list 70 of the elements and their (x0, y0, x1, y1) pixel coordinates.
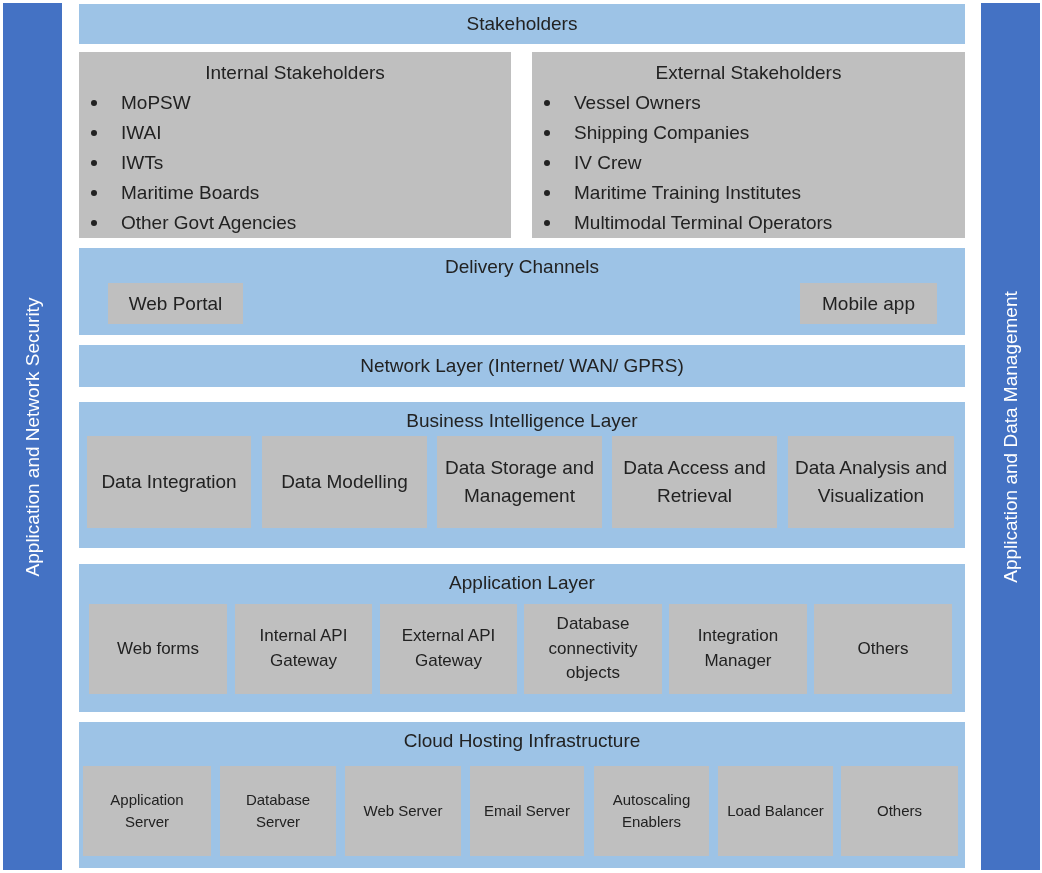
component-label: Web Server (363, 801, 443, 822)
component-box (380, 604, 517, 694)
side-label: Application and Network Security (21, 297, 44, 576)
component-label: Database Server (244, 790, 312, 832)
component-label: Data Modelling (281, 470, 408, 495)
stakeholder-panel (532, 52, 965, 238)
component-label: External API Gateway (400, 625, 497, 672)
component-box (612, 436, 777, 528)
list-item: IWTs (121, 151, 164, 175)
component-box (235, 604, 372, 694)
component-label: Email Server (484, 801, 570, 822)
layer-title: Cloud Hosting Infrastructure (403, 730, 641, 752)
list-item: Multimodal Terminal Operators (574, 211, 833, 235)
component-box (87, 436, 251, 528)
component-box (524, 604, 662, 694)
component-box (89, 604, 227, 694)
layer-title: Application Layer (449, 572, 595, 594)
stakeholder-panel (79, 52, 511, 238)
list-item: IWAI (121, 121, 162, 145)
component-box (841, 766, 958, 856)
layer-band (79, 4, 965, 44)
panel-heading: External Stakeholders (655, 62, 842, 84)
component-label: Load Balancer (727, 801, 824, 822)
component-label: Web Portal (128, 291, 223, 316)
component-box (814, 604, 952, 694)
component-box (108, 283, 243, 324)
component-label: Data Access and Retrieval (622, 456, 767, 508)
list-item: Vessel Owners (574, 91, 701, 115)
component-label: Internal API Gateway (258, 625, 349, 672)
side-bar (3, 3, 62, 870)
list-item: Maritime Training Institutes (574, 181, 802, 205)
component-box (437, 436, 602, 528)
layer-title: Network Layer (Internet/ WAN/ GPRS) (360, 355, 684, 377)
component-label: Mobile app (822, 291, 915, 316)
layer-band (79, 345, 965, 387)
component-label: Others (857, 637, 909, 660)
layer-band (79, 722, 965, 868)
component-label: Data Storage and Management (444, 456, 595, 508)
side-label: Application and Data Management (999, 290, 1022, 583)
layer-band (79, 402, 965, 548)
layer-title: Stakeholders (466, 13, 578, 35)
component-box (788, 436, 954, 528)
component-box (83, 766, 211, 856)
layer-band (79, 248, 965, 335)
list-item: Other Govt Agencies (121, 211, 297, 235)
component-box (718, 766, 833, 856)
component-box (669, 604, 807, 694)
component-label: Application Server (109, 790, 185, 832)
list-item: Shipping Companies (574, 121, 750, 145)
component-box (470, 766, 584, 856)
component-label: Data Integration (101, 470, 237, 495)
side-bar (981, 3, 1040, 870)
list-item: IV Crew (574, 151, 642, 175)
component-label: Integration Manager (696, 625, 780, 672)
layer-title: Delivery Channels (444, 256, 600, 278)
layer-title: Business Intelligence Layer (406, 410, 638, 432)
component-label: Data Analysis and Visualization (793, 456, 949, 508)
component-box (800, 283, 937, 324)
component-label: Others (877, 801, 922, 822)
component-box (220, 766, 336, 856)
list-item: MoPSW (121, 91, 191, 115)
component-box (594, 766, 709, 856)
component-box (262, 436, 427, 528)
component-label: Autoscaling Enablers (611, 790, 692, 832)
component-label: Database connectivity objects (547, 613, 639, 685)
layer-band (79, 564, 965, 712)
panel-heading: Internal Stakeholders (205, 62, 385, 84)
list-item: Maritime Boards (121, 181, 260, 205)
component-label: Web forms (117, 637, 199, 660)
component-box (345, 766, 461, 856)
